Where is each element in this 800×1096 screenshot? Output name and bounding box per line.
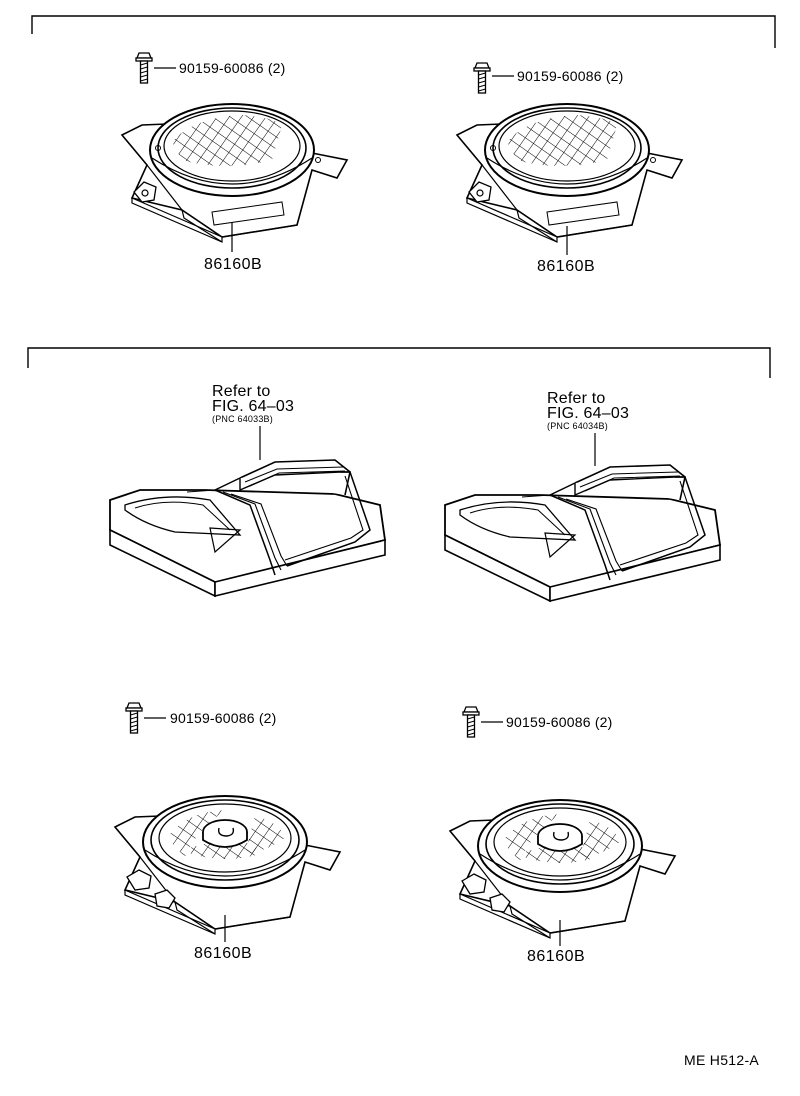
bolt-label: 90159-60086 (2) (517, 68, 624, 84)
part-label: 86160B (204, 256, 263, 273)
part-1-group (121, 52, 348, 252)
refer-to-label: Refer to FIG. 64–03 (PNC 64033B) (212, 383, 295, 425)
part-4-group (449, 706, 676, 946)
door-trim-panel-icon (444, 464, 721, 602)
part-label: 86160B (537, 258, 596, 275)
bolt-label: 90159-60086 (2) (170, 710, 277, 726)
bolt-icon (125, 702, 143, 734)
speaker-icon (121, 103, 348, 243)
speaker-icon (449, 799, 676, 939)
part-label: 86160B (527, 948, 586, 965)
bolt-icon (135, 52, 153, 84)
bolt-icon (462, 706, 480, 738)
section-2-bracket (27, 347, 771, 378)
part-label: 86160B (194, 945, 253, 962)
bolt-icon (473, 62, 491, 94)
refer-to-label: Refer to FIG. 64–03 (PNC 64034B) (547, 390, 630, 432)
bolt-label: 90159-60086 (2) (179, 60, 286, 76)
panel-2-group (444, 433, 721, 602)
door-trim-panel-icon (109, 459, 386, 597)
speaker-icon (114, 795, 341, 935)
speaker-icon (456, 103, 683, 243)
section-1-bracket (31, 15, 776, 48)
bolt-label: 90159-60086 (2) (506, 714, 613, 730)
diagram-code: ME H512-A (684, 1052, 760, 1068)
part-3-group (114, 702, 341, 942)
part-2-group (456, 62, 683, 255)
panel-1-group (109, 426, 386, 597)
